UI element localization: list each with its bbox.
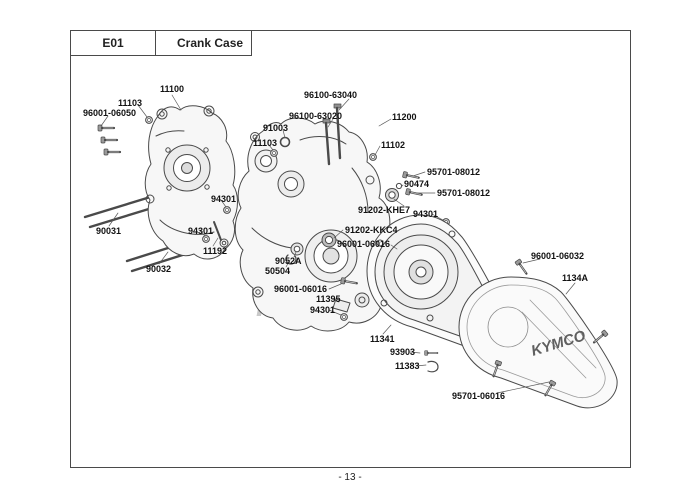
plate-11395 <box>332 298 351 313</box>
flange-screws-left <box>96 123 122 157</box>
screw <box>513 257 531 277</box>
page-frame <box>70 30 631 468</box>
crankcase-right-half <box>234 117 397 332</box>
dowel-pin <box>145 116 153 124</box>
screw <box>423 349 439 357</box>
dowel-pin <box>202 235 210 243</box>
page-header: E01 Crank Case <box>71 31 252 56</box>
screw <box>591 328 610 346</box>
oil-seal-khe7 <box>385 188 399 202</box>
dowel-pin <box>223 206 231 214</box>
page-number: - 13 - <box>338 472 362 483</box>
oil-seal-kkc4 <box>321 232 337 248</box>
leader-lines <box>100 94 576 394</box>
section-title: Crank Case <box>156 31 252 56</box>
washer <box>395 182 403 190</box>
dowel-pin <box>340 313 348 321</box>
screw <box>401 170 421 182</box>
crankcase-left-half <box>144 105 238 260</box>
cylinder-stud-bolts <box>322 103 342 166</box>
dowel-pin <box>270 149 278 157</box>
clamp-11383 <box>427 360 439 373</box>
section-code: E01 <box>71 31 156 56</box>
outer-cover: KYMCO <box>458 276 618 409</box>
stud-11192 <box>213 221 222 241</box>
bearing-9052a <box>290 242 304 256</box>
circlip-50504 <box>285 254 297 265</box>
